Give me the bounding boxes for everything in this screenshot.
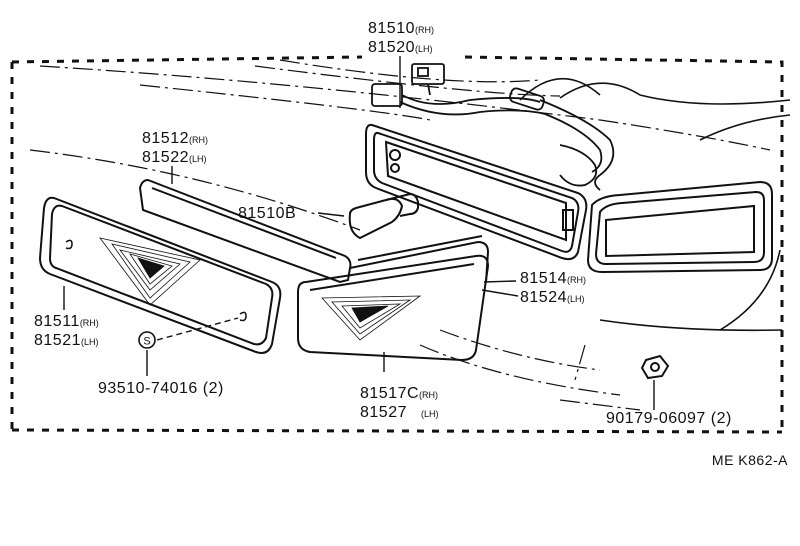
- bulb-part-number: 81510B: [238, 205, 296, 223]
- lh-suffix: (LH): [421, 409, 439, 419]
- gasket-rh-number: 81512: [142, 130, 189, 147]
- bulb-number: 81510B: [238, 205, 297, 222]
- outer-lens-part-number: 81511(RH) 81521(LH): [34, 313, 99, 351]
- screw-symbol-circle: [138, 331, 156, 349]
- rh-suffix: (RH): [189, 135, 208, 145]
- rh-suffix: (RH): [567, 275, 586, 285]
- lh-suffix: (LH): [81, 337, 99, 347]
- screw-hole-icon: [65, 239, 247, 322]
- lens-gasket: [138, 178, 352, 284]
- inner-lens: [297, 254, 490, 362]
- outer-lens: [38, 196, 282, 354]
- diagram-code: ME K862-A: [711, 452, 788, 468]
- nut-part-number: 90179-06097 (2): [606, 410, 732, 428]
- lh-suffix: (LH): [567, 294, 585, 304]
- lamp-housing: [365, 123, 588, 261]
- inner-lens-lh-number: 81527: [360, 404, 407, 421]
- wire-harness: [371, 63, 615, 191]
- housing-lh-number: 81520: [368, 39, 415, 56]
- outer-lens-rh-number: 81511: [34, 313, 80, 330]
- screw-number: 93510-74016 (2): [98, 380, 224, 397]
- screw-part-number: 93510-74016 (2): [98, 380, 224, 398]
- inner-lens-rh-number: 81517C: [360, 385, 420, 402]
- side-marker-lamp: [586, 180, 773, 274]
- inner-gasket-rh-number: 81514: [520, 270, 567, 287]
- inner-gasket-lh-number: 81524: [520, 289, 567, 306]
- fender-outline: [519, 77, 791, 332]
- inner-gasket-part-number: 81514(RH) 81524(LH): [520, 270, 586, 308]
- inner-lens-pattern: [321, 295, 422, 341]
- leader-lines: [63, 56, 655, 410]
- outer-lens-lh-number: 81521: [34, 332, 81, 349]
- lh-suffix: (LH): [415, 44, 433, 54]
- rh-suffix: (RH): [419, 390, 439, 400]
- nut-number: 90179-06097 (2): [606, 410, 732, 427]
- dashed-frame: [10, 55, 784, 434]
- outer-lens-pattern: [99, 237, 201, 306]
- inner-gasket: [349, 235, 490, 283]
- housing-rh-number: 81510: [368, 20, 415, 37]
- housing-part-number: 81510(RH) 81520(LH): [368, 20, 434, 58]
- lens-gasket-part-number: 81512(RH) 81522(LH): [142, 130, 208, 168]
- rh-suffix: (RH): [79, 318, 99, 328]
- inner-lens-part-number: 81517C(RH) 81527 (LH): [360, 385, 439, 423]
- lh-suffix: (LH): [189, 154, 207, 164]
- gasket-lh-number: 81522: [142, 149, 189, 166]
- screw-symbol-letter: S: [143, 336, 150, 348]
- rh-suffix: (RH): [415, 25, 434, 35]
- bulb-icon: [348, 192, 419, 240]
- nut-icon: [640, 354, 670, 380]
